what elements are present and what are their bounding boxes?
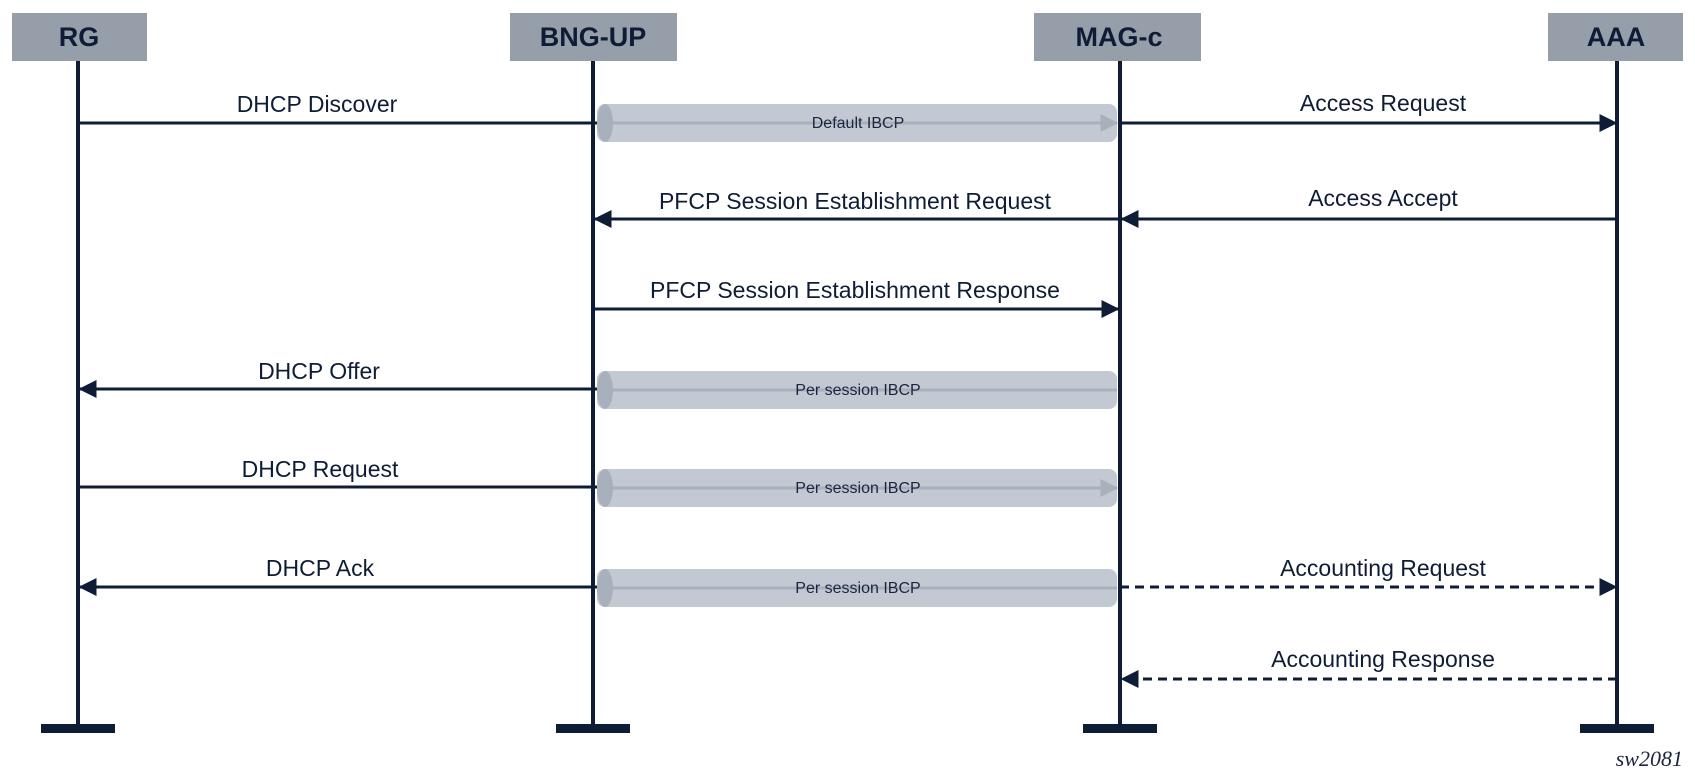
tunnel-per-session-ibcp-request: Per session IBCP: [597, 469, 1119, 507]
lifeline-end-bng-up: [556, 724, 630, 733]
tunnel-label: Per session IBCP: [795, 580, 920, 597]
message-access-request: Access Request: [1120, 90, 1618, 132]
message-label: Accounting Request: [1280, 555, 1486, 581]
entity-rg: RG: [12, 13, 147, 61]
entity-bng-up: BNG-UP: [510, 13, 677, 61]
tunnel-label: Per session IBCP: [795, 382, 920, 399]
message-dhcp-request: DHCP Request: [78, 456, 597, 489]
message-accounting-request: Accounting Request: [1120, 555, 1618, 596]
entity-bng-up-label: BNG-UP: [540, 22, 647, 52]
message-accounting-response: Accounting Response: [1120, 646, 1617, 688]
message-dhcp-discover: DHCP Discover: [78, 91, 597, 125]
lifeline-end-rg: [41, 724, 115, 733]
entity-mag-c: MAG-c: [1034, 13, 1201, 61]
tunnel-label: Per session IBCP: [795, 480, 920, 497]
lifeline-end-aaa: [1580, 724, 1654, 733]
message-label: Accounting Response: [1271, 646, 1495, 672]
entity-aaa-label: AAA: [1587, 22, 1646, 52]
message-label: DHCP Request: [242, 456, 399, 482]
message-label: Access Request: [1300, 90, 1467, 116]
message-label: PFCP Session Establishment Request: [659, 188, 1052, 214]
message-access-accept: Access Accept: [1120, 185, 1617, 228]
message-label: DHCP Ack: [266, 555, 375, 581]
entity-rg-label: RG: [59, 22, 100, 52]
tunnel-label: Default IBCP: [812, 115, 904, 132]
entity-aaa-box: [1548, 13, 1683, 61]
entity-mag-c-box: [1034, 13, 1201, 61]
tunnel-per-session-ibcp-ack: Per session IBCP: [597, 569, 1117, 607]
message-label: DHCP Discover: [237, 91, 398, 117]
entity-mag-c-label: MAG-c: [1076, 22, 1163, 52]
message-pfcp-session-establishment-request: PFCP Session Establishment Request: [593, 188, 1120, 228]
message-dhcp-ack: DHCP Ack: [78, 555, 597, 596]
tunnel-per-session-ibcp-offer: Per session IBCP: [597, 371, 1117, 409]
lifeline-end-mag-c: [1083, 724, 1157, 733]
message-label: PFCP Session Establishment Response: [650, 277, 1060, 303]
message-dhcp-offer: DHCP Offer: [78, 358, 597, 398]
message-pfcp-session-establishment-response: PFCP Session Establishment Response: [593, 277, 1120, 318]
entity-aaa: AAA: [1548, 13, 1683, 61]
message-label: DHCP Offer: [258, 358, 380, 384]
entity-rg-box: [12, 13, 147, 61]
entity-bng-up-box: [510, 13, 677, 61]
message-label: Access Accept: [1308, 185, 1458, 211]
figure-id: sw2081: [1616, 746, 1683, 771]
tunnel-default-ibcp: Default IBCP: [597, 104, 1119, 142]
